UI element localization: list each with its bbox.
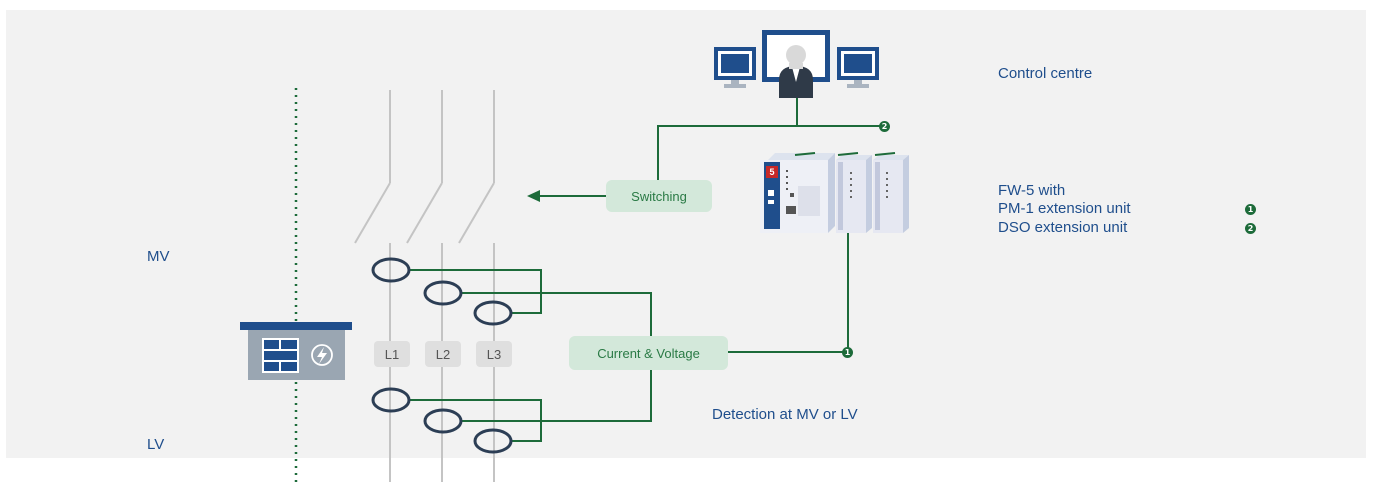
- ct-wiring: [409, 98, 885, 442]
- fw5-main-module: [760, 152, 835, 233]
- control-centre-label: Control centre: [998, 65, 1093, 82]
- marker-one-on-line: 1: [842, 347, 853, 358]
- device-label-line3: DSO extension unit: [998, 219, 1128, 236]
- detection-label: Detection at MV or LV: [712, 406, 858, 423]
- marker-one-legend: 1: [1245, 204, 1256, 215]
- arrow-left-icon: [527, 190, 606, 202]
- pm1-extension-module: [836, 152, 872, 233]
- marker-two-legend: 2: [1245, 223, 1256, 234]
- phase-label-l3: L3: [476, 341, 512, 367]
- current-transformer-icon: [371, 257, 513, 454]
- dso-extension-module: [873, 152, 909, 233]
- fw5-module-number: 5: [769, 167, 775, 177]
- switching-box: Switching: [606, 180, 712, 212]
- lv-label: LV: [147, 436, 165, 453]
- device-label-line2: PM-1 extension unit: [998, 200, 1131, 217]
- fw5-device: [760, 152, 909, 233]
- operator-icon: [779, 45, 813, 98]
- substation-icon: [240, 322, 352, 380]
- marker-two-on-line: 2: [879, 121, 890, 132]
- device-label-line1: FW-5 with: [998, 182, 1066, 199]
- current-voltage-box: Current & Voltage: [569, 336, 728, 370]
- phase-label-l2: L2: [425, 341, 461, 367]
- lightning-icon: [311, 344, 333, 366]
- phase-label-l1: L1: [374, 341, 410, 367]
- mv-label: MV: [147, 248, 170, 265]
- diagram-panel: [6, 10, 1366, 458]
